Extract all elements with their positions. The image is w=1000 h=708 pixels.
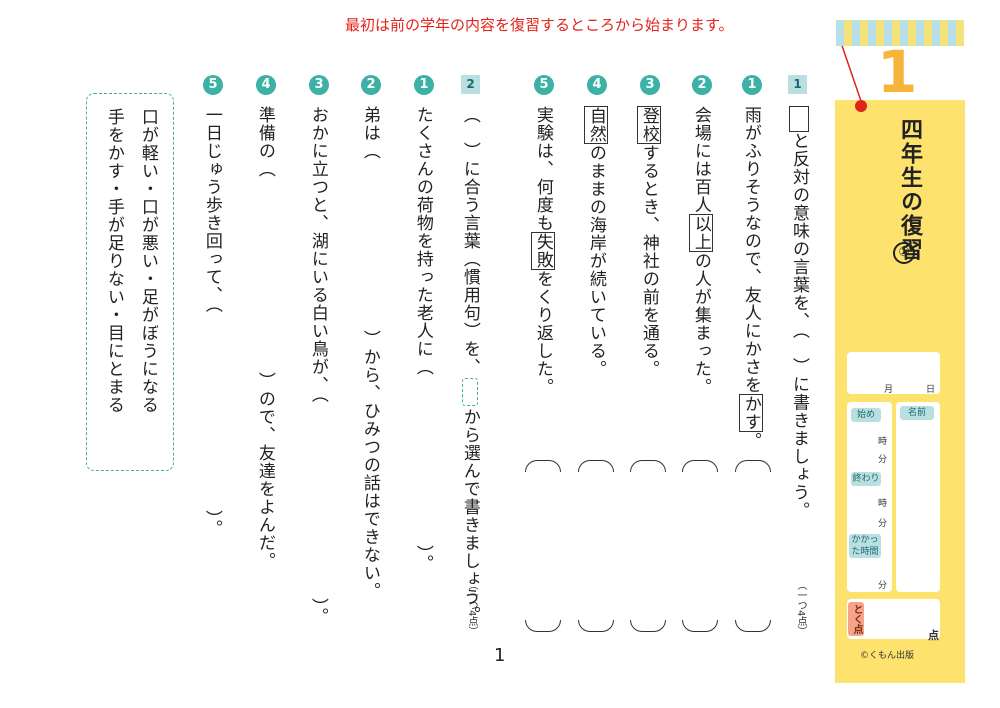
s1-item1-number: 1	[742, 75, 762, 95]
answer-paren-close[interactable]	[578, 620, 614, 632]
answer-paren-close[interactable]	[630, 620, 666, 632]
s1-item5-text: 実験は、何度も失敗をくり返した。	[530, 106, 555, 396]
answer-paren-close[interactable]	[525, 620, 561, 632]
answer-paren-close[interactable]	[682, 620, 718, 632]
s1-item1-text: 雨がふりそうなので、友人にかさをかす。	[738, 106, 763, 450]
s1-item3-number: 3	[640, 75, 660, 95]
s2-item2-mid: ）から、ひみつの話はできない。	[359, 330, 380, 600]
start-hour: 時	[878, 437, 888, 447]
elapsed-minute: 分	[878, 581, 888, 591]
end-minute: 分	[878, 519, 888, 529]
start-minute: 分	[878, 455, 888, 465]
date-box[interactable]	[847, 352, 940, 394]
answer-paren-open[interactable]	[682, 460, 718, 472]
title-sub: ①	[893, 242, 915, 264]
choices-line1: 口が軽い・口が悪い・足がぼうになる	[137, 108, 158, 414]
section1-number: 1	[788, 75, 807, 94]
s2-item1-end: ）。	[412, 545, 433, 573]
s1-item2-text: 会場には百人以上の人が集まった。	[688, 106, 713, 396]
s1-item4-text: 自然のままの海岸が続いている。	[583, 106, 608, 378]
name-box[interactable]	[896, 402, 940, 592]
s2-item4-text: 準備の（	[254, 106, 275, 178]
s1-item4-number: 4	[587, 75, 607, 95]
s1-item2-number: 2	[692, 75, 712, 95]
s2-item5-end: ）。	[201, 510, 222, 538]
page-title: 四年生の復習	[897, 118, 922, 262]
copyright: ©くもん出版	[860, 651, 915, 661]
day-label: 日	[926, 385, 936, 395]
answer-paren-open[interactable]	[525, 460, 561, 472]
s2-item1-number: 1	[414, 75, 434, 95]
month-label: 月	[884, 385, 894, 395]
answer-paren-open[interactable]	[630, 460, 666, 472]
answer-paren-open[interactable]	[735, 460, 771, 472]
annotation-text: 最初は前の学年の内容を復習するところから始まります。	[345, 16, 734, 34]
section1-instruction: と反対の意味の言葉を、（ ）に書きましょう。	[789, 106, 809, 520]
section2-instruction: （ ）に合う言葉（慣用句）を、から選んで書きましょう。	[459, 106, 480, 624]
end-hour: 時	[878, 499, 888, 509]
start-tag: 始め	[851, 408, 881, 422]
annotation-dot	[855, 100, 867, 112]
name-tag: 名前	[900, 406, 934, 420]
s2-item2-text: 弟は（	[359, 106, 380, 160]
answer-paren-close[interactable]	[735, 620, 771, 632]
page-number: 1	[494, 645, 506, 666]
s2-item4-number: 4	[256, 75, 276, 95]
score-tag: とく点	[848, 602, 864, 636]
time-box[interactable]	[847, 402, 892, 592]
end-tag: 終わり	[851, 472, 881, 486]
s2-item3-end: ）。	[307, 598, 328, 626]
answer-paren-open[interactable]	[578, 460, 614, 472]
s2-item3-text: おかに立つと、湖にいる白い鳥が、（	[307, 106, 328, 404]
s2-item5-text: 一日じゅう歩き回って、（	[201, 106, 222, 314]
unit-number: 1	[877, 38, 918, 106]
choice-ref-box	[461, 378, 478, 406]
s2-item3-number: 3	[309, 75, 329, 95]
blank-box	[789, 106, 809, 132]
points-label: 点	[928, 629, 939, 642]
s2-item4-mid: ）ので、友達をよんだ。	[254, 372, 275, 570]
s1-item5-number: 5	[534, 75, 554, 95]
s2-item2-number: 2	[361, 75, 381, 95]
section2-number: 2	[461, 75, 480, 94]
elapsed-tag: かかった時間	[849, 534, 881, 558]
choices-box	[86, 93, 174, 471]
s2-item1-text: たくさんの荷物を持った老人に（	[412, 106, 433, 376]
s1-item3-text: 登校するとき、神社の前を通る。	[636, 106, 661, 378]
section1-points: （一つ4点）	[795, 580, 806, 637]
choices-line2: 手をかす・手が足りない・目にとまる	[103, 108, 124, 414]
s2-item5-number: 5	[203, 75, 223, 95]
section2-points: （一つ4点）	[466, 580, 477, 637]
header-stripe	[836, 20, 964, 46]
